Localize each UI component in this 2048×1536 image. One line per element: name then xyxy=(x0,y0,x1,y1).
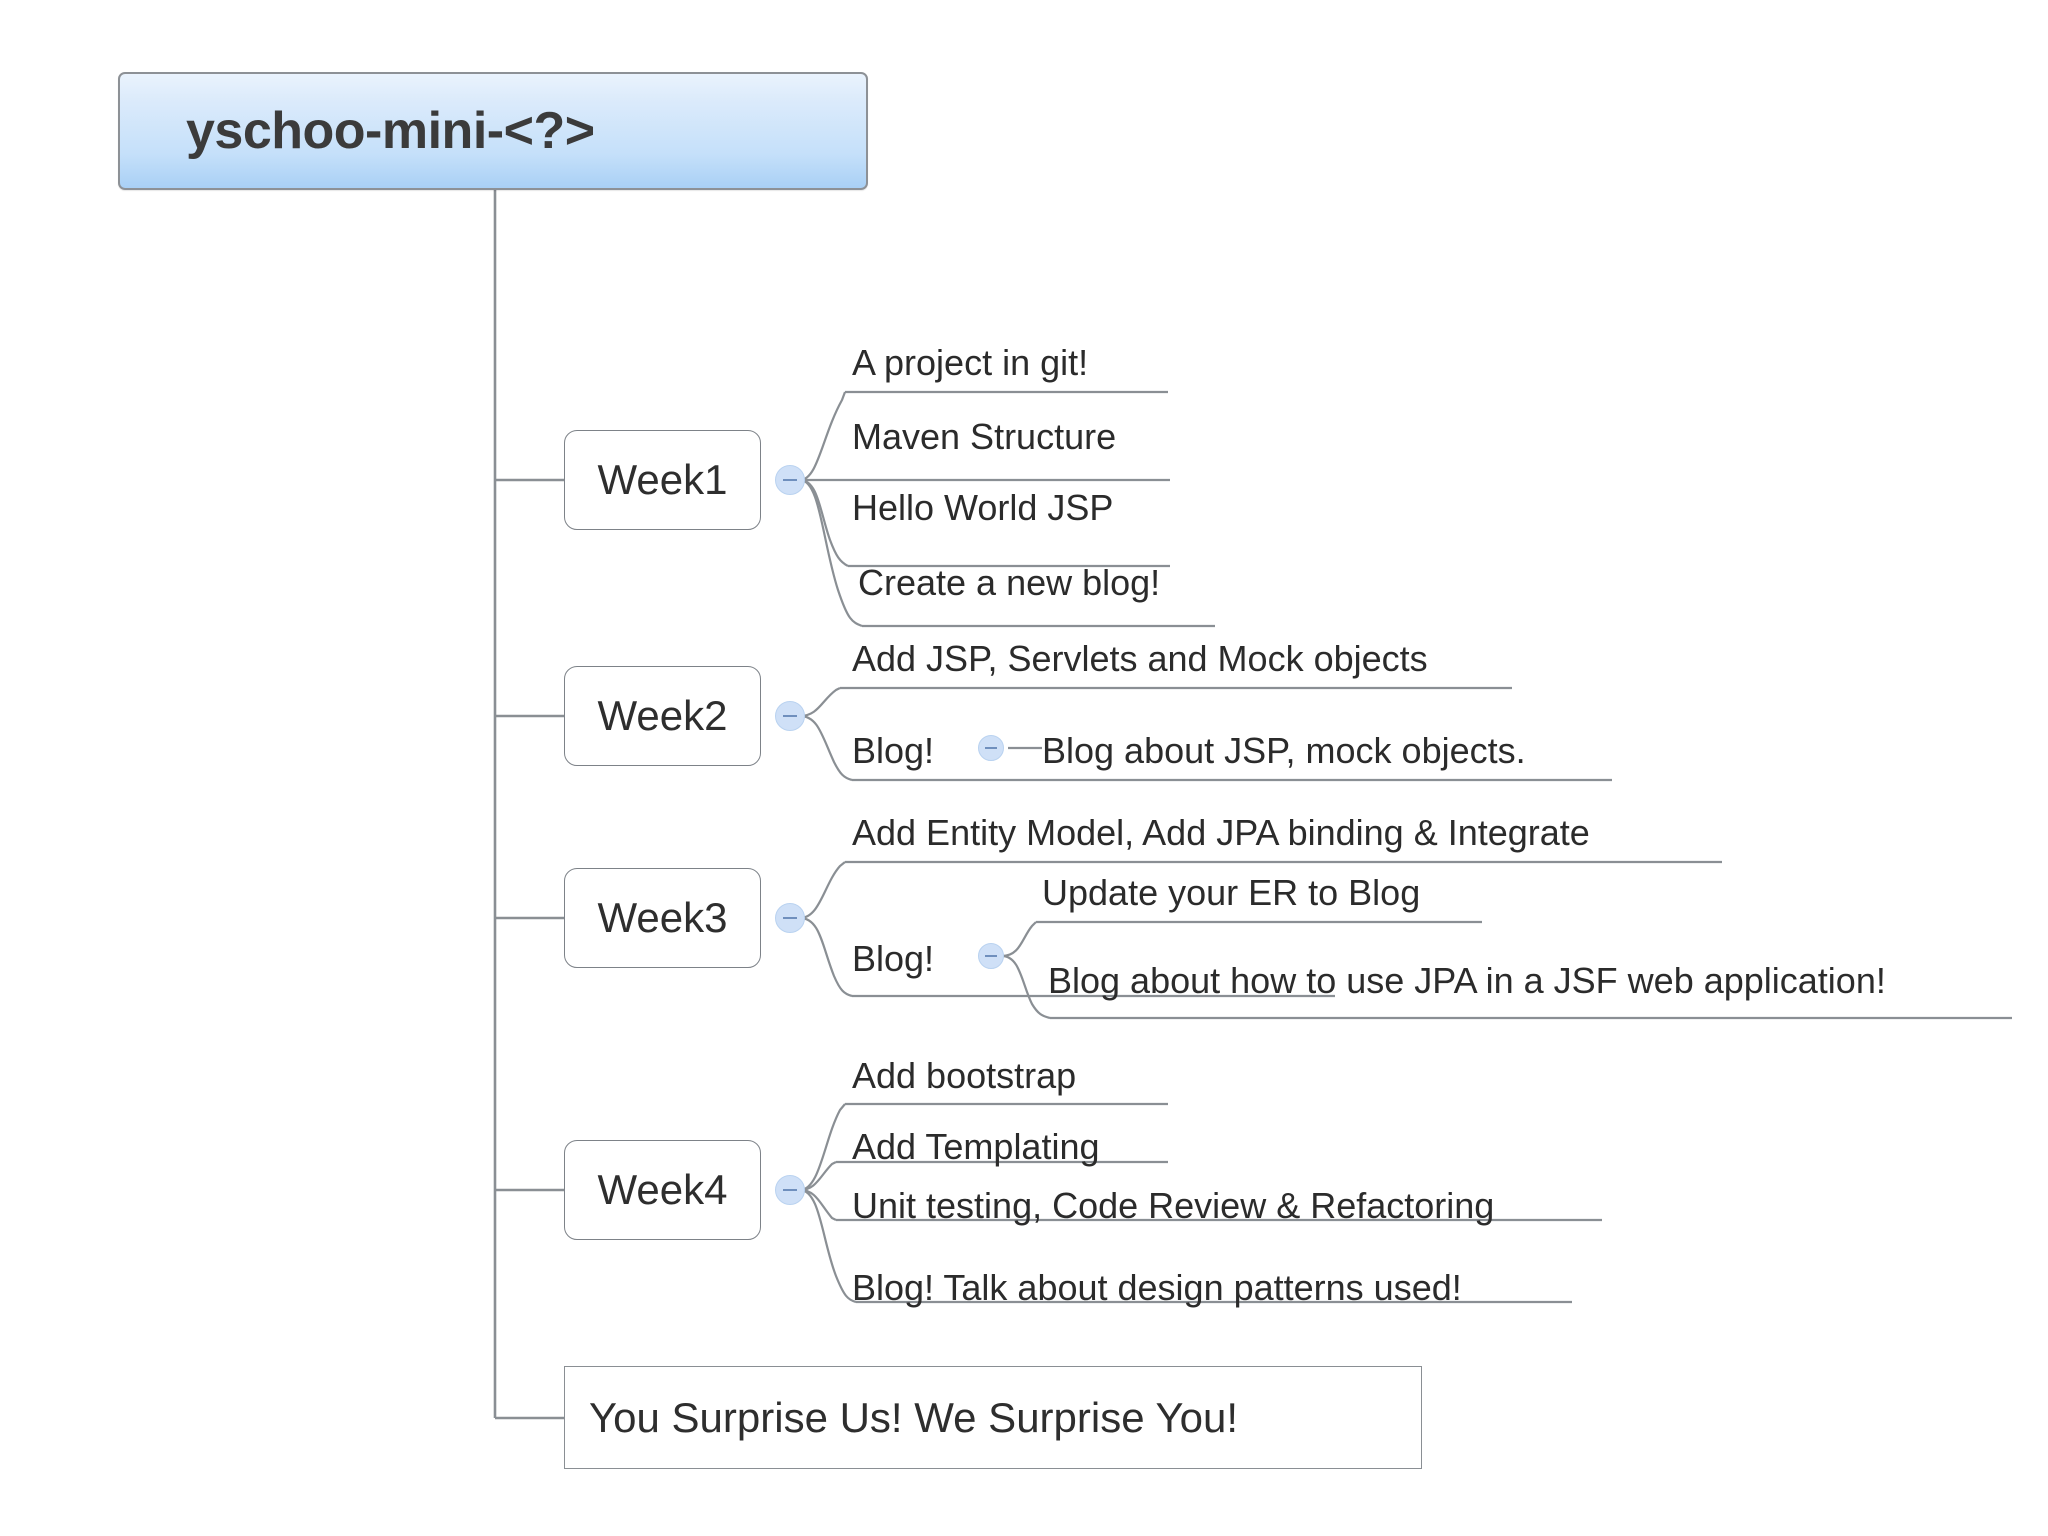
leaf-week1-2[interactable]: Maven Structure xyxy=(852,416,1117,457)
leaf-week3-blog-2[interactable]: Blog about how to use JPA in a JSF web a… xyxy=(1048,960,1886,1001)
leaf-week2-blog[interactable]: Blog! xyxy=(852,730,935,771)
branch-node-surprise-label: You Surprise Us! We Surprise You! xyxy=(589,1393,1239,1441)
branch-node-week2[interactable]: Week2 xyxy=(564,666,761,766)
leaf-week1-3[interactable]: Hello World JSP xyxy=(852,487,1114,528)
leaf-week4-2[interactable]: Add Templating xyxy=(852,1126,1100,1167)
leaf-week1-1[interactable]: A project in git! xyxy=(852,342,1089,383)
root-node[interactable]: yschoo-mini-<?> xyxy=(118,72,868,190)
collapse-toggle-week1[interactable] xyxy=(775,465,805,495)
branch-node-week1-label: Week1 xyxy=(597,456,728,503)
branch-node-week3[interactable]: Week3 xyxy=(564,868,761,968)
branch-node-week4[interactable]: Week4 xyxy=(564,1140,761,1240)
leaf-week3-blog[interactable]: Blog! xyxy=(852,938,935,979)
root-node-label: yschoo-mini-<?> xyxy=(186,102,595,160)
collapse-toggle-week3-blog[interactable] xyxy=(978,943,1004,969)
leaf-week3-blog-1[interactable]: Update your ER to Blog xyxy=(1042,872,1421,913)
branch-node-week1[interactable]: Week1 xyxy=(564,430,761,530)
collapse-toggle-week4[interactable] xyxy=(775,1175,805,1205)
leaf-week4-1[interactable]: Add bootstrap xyxy=(852,1055,1077,1096)
leaf-week1-4[interactable]: Create a new blog! xyxy=(858,562,1161,603)
leaf-week2-1[interactable]: Add JSP, Servlets and Mock objects xyxy=(852,638,1428,679)
branch-node-week4-label: Week4 xyxy=(597,1166,728,1213)
leaf-week4-4[interactable]: Blog! Talk about design patterns used! xyxy=(852,1267,1462,1308)
leaf-week3-1[interactable]: Add Entity Model, Add JPA binding & Inte… xyxy=(852,812,1590,853)
branch-node-week2-label: Week2 xyxy=(597,692,728,739)
leaf-week4-3[interactable]: Unit testing, Code Review & Refactoring xyxy=(852,1185,1495,1226)
collapse-toggle-week2[interactable] xyxy=(775,701,805,731)
collapse-toggle-week3[interactable] xyxy=(775,903,805,933)
branch-node-week3-label: Week3 xyxy=(597,894,728,941)
branch-node-surprise[interactable]: You Surprise Us! We Surprise You! xyxy=(564,1366,1422,1469)
leaf-week2-blog-1[interactable]: Blog about JSP, mock objects. xyxy=(1042,730,1526,771)
collapse-toggle-week2-blog[interactable] xyxy=(978,735,1004,761)
